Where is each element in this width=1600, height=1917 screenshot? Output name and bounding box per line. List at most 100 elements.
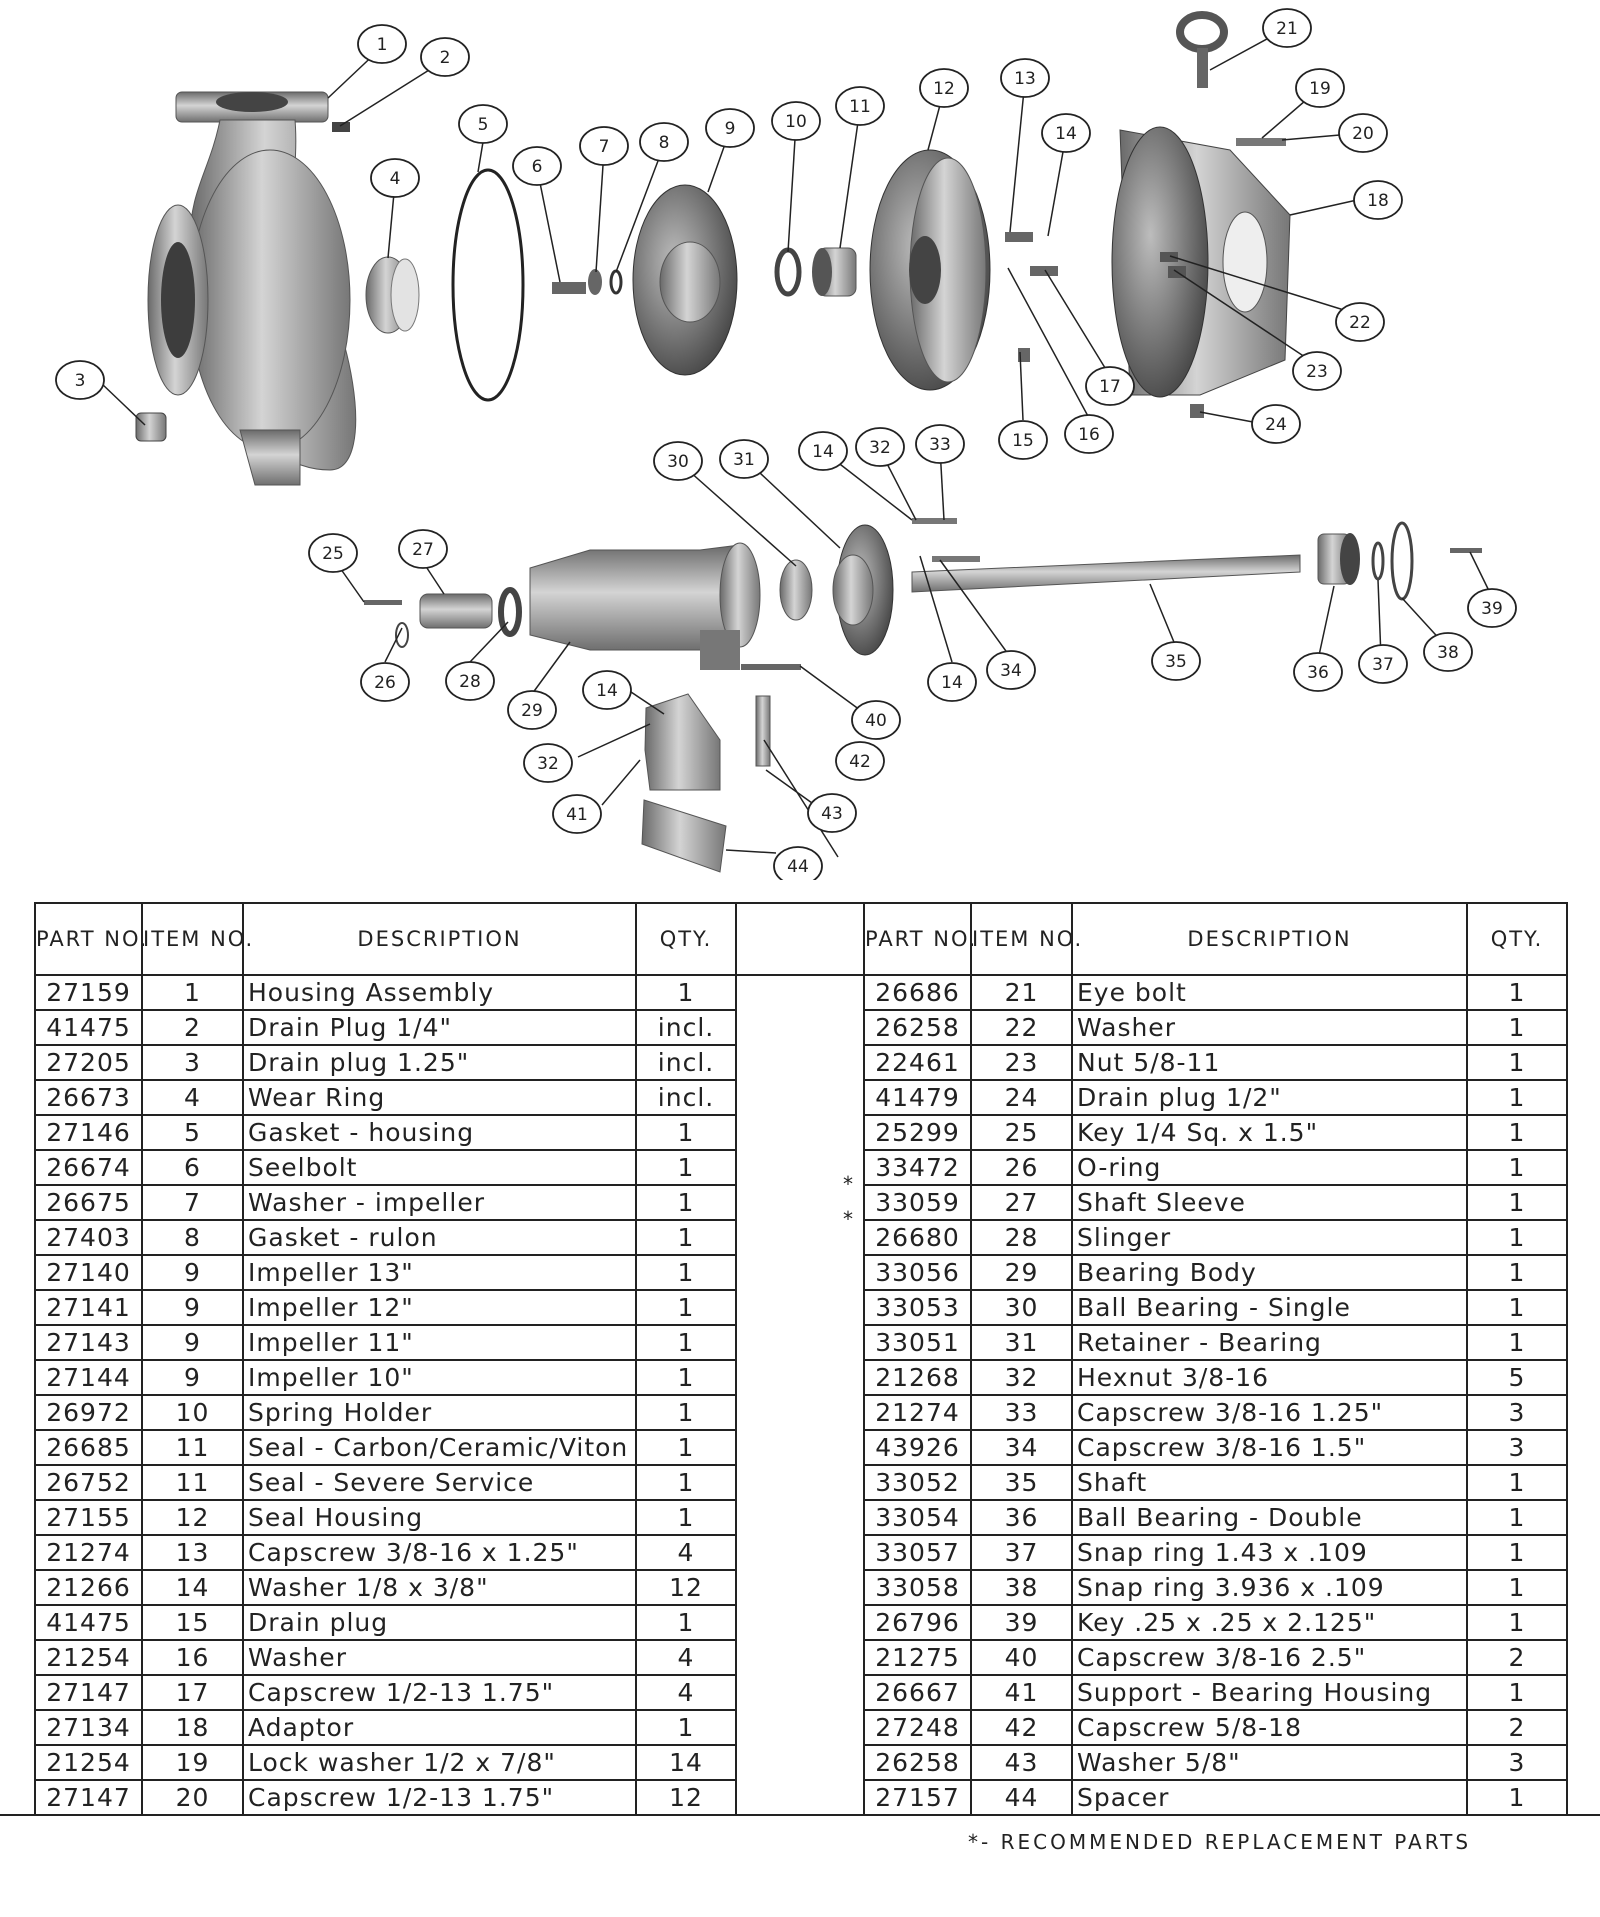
description: Gasket - housing [242,1114,637,1151]
callout-number: 33 [929,435,951,455]
item-no: 18 [141,1709,244,1746]
description: Seal - Severe Service [242,1464,637,1501]
description: Washer [242,1639,637,1676]
description: Impeller 12" [242,1289,637,1326]
qty: 1 [635,1184,737,1221]
callout-number: 34 [1000,661,1022,681]
table-gap [735,1395,865,1430]
table-gap: * [735,1185,865,1231]
description: Key 1/4 Sq. x 1.5" [1071,1114,1468,1151]
callout-number: 8 [659,133,670,153]
callout-number: 9 [725,119,736,139]
part-no: 27146 [34,1114,143,1151]
table-gap [735,1500,865,1535]
item-no: 31 [970,1324,1073,1361]
callout-24: 24 [1251,404,1301,444]
description: Nut 5/8-11 [1071,1044,1468,1081]
qty: 4 [635,1674,737,1711]
callout-21: 21 [1262,8,1312,48]
qty: 1 [635,1219,737,1256]
description: Ball Bearing - Double [1071,1499,1468,1536]
callout-number: 12 [933,79,955,99]
part-no: 27147 [34,1779,143,1816]
qty: 3 [1466,1429,1568,1466]
table-gap [735,1745,865,1780]
qty: 1 [1466,1044,1568,1081]
qty: 1 [635,1114,737,1151]
qty: 1 [1466,1499,1568,1536]
item-no: 8 [141,1219,244,1256]
part-no: 21275 [863,1639,972,1676]
callout-31: 31 [719,439,769,479]
gasket-ring-part [451,168,525,402]
table-gap [735,1220,865,1255]
callout-22: 22 [1335,302,1385,342]
qty: 1 [1466,1219,1568,1256]
item-no: 36 [970,1499,1073,1536]
part-no: 27159 [34,974,143,1011]
part-no: 26667 [863,1674,972,1711]
callout-number: 18 [1367,191,1389,211]
callout-36: 36 [1293,652,1343,692]
qty: 1 [635,1499,737,1536]
description: Snap ring 1.43 x .109 [1071,1534,1468,1571]
callout-number: 26 [374,673,396,693]
description: Seal Housing [242,1499,637,1536]
callout-number: 6 [532,157,543,177]
callout-number: 10 [785,112,807,132]
header-qty-right: QTY. [1466,902,1568,976]
callout-number: 14 [812,442,834,462]
part-no: 27147 [34,1674,143,1711]
header-item-no: ITEM NO. [141,902,252,976]
qty: 1 [1466,1534,1568,1571]
item-no: 6 [141,1149,244,1186]
item-no: 23 [970,1044,1073,1081]
part-no: 33054 [863,1499,972,1536]
part-no: 27140 [34,1254,143,1291]
item-no: 11 [141,1464,244,1501]
item-no: 24 [970,1079,1073,1116]
bottom-divider [0,1814,1600,1816]
callout-number: 32 [869,438,891,458]
part-no: 21254 [34,1639,143,1676]
qty: 1 [635,1604,737,1641]
item-no: 30 [970,1289,1073,1326]
qty: 2 [1466,1709,1568,1746]
callout-number: 39 [1481,599,1503,619]
item-no: 26 [970,1149,1073,1186]
item-no: 11 [141,1429,244,1466]
description: Spring Holder [242,1394,637,1431]
qty: 1 [635,1254,737,1291]
callout-number: 41 [566,805,588,825]
callout-42: 42 [835,741,885,781]
qty: 1 [635,1324,737,1361]
part-no: 21274 [34,1534,143,1571]
callout-9: 9 [705,108,755,148]
callout-number: 36 [1307,663,1329,683]
description: Wear Ring [242,1079,637,1116]
part-no: 21266 [34,1569,143,1606]
callout-41: 41 [552,794,602,834]
item-no: 16 [141,1639,244,1676]
part-no: 22461 [863,1044,972,1081]
part-no: 26752 [34,1464,143,1501]
part-no: 27144 [34,1359,143,1396]
callout-number: 23 [1306,362,1328,382]
description: Snap ring 3.936 x .109 [1071,1569,1468,1606]
callout-number: 35 [1165,652,1187,672]
callout-3: 3 [55,360,105,400]
item-no: 21 [970,974,1073,1011]
item-no: 32 [970,1359,1073,1396]
qty: incl. [635,1009,737,1046]
callout-number: 21 [1276,19,1298,39]
table-gap: * [735,1150,865,1196]
part-no: 41479 [863,1079,972,1116]
item-no: 9 [141,1254,244,1291]
